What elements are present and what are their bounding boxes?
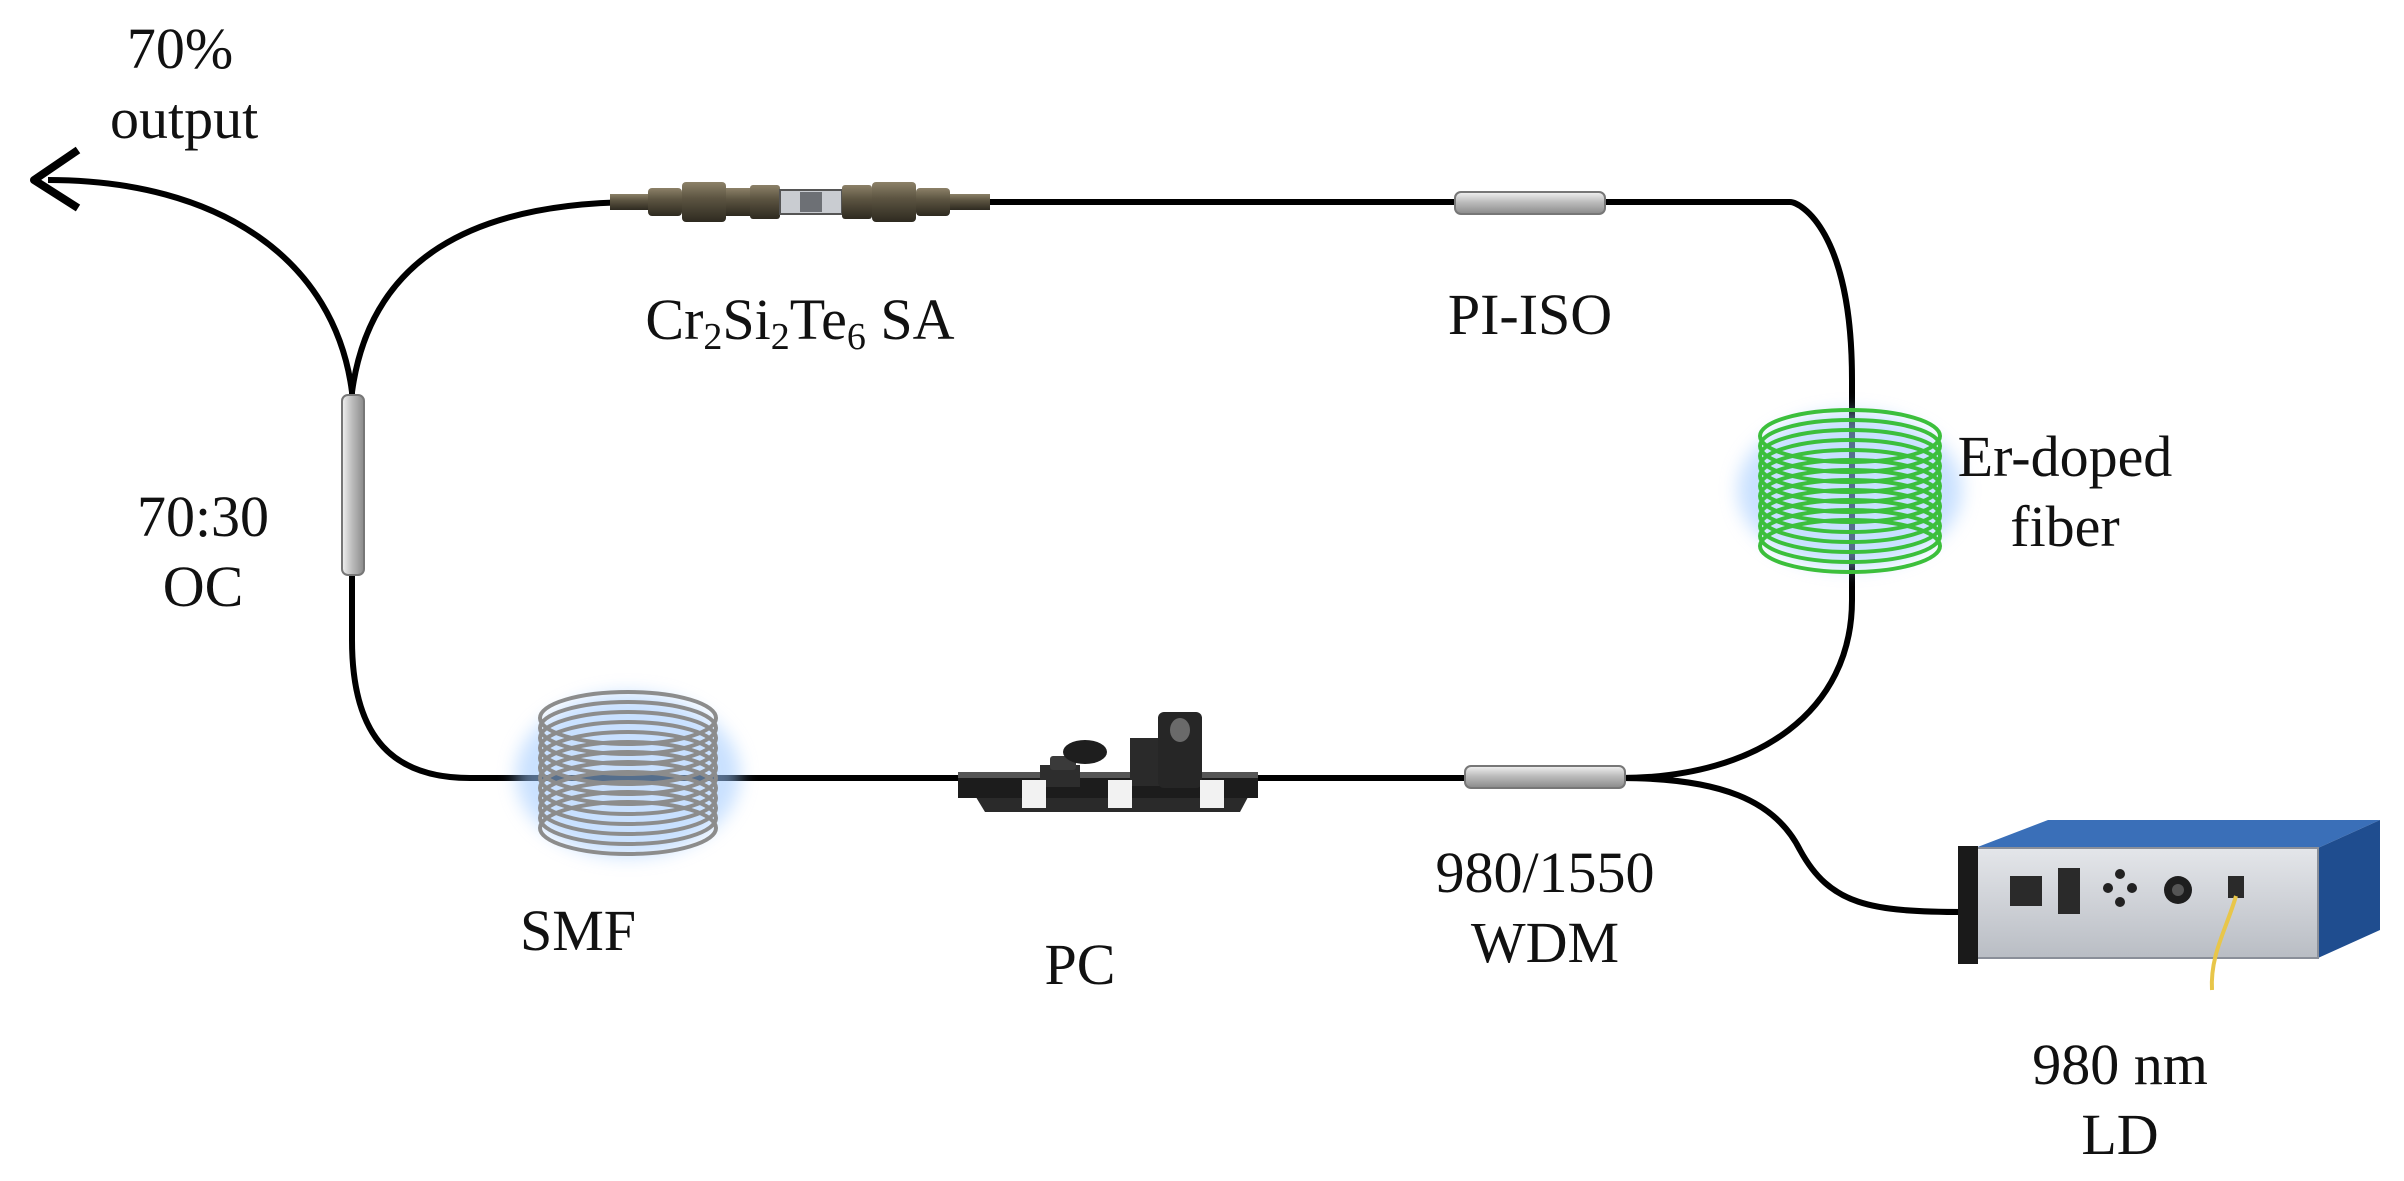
sa-label-sub2: 2: [770, 316, 790, 358]
pump-laser-label: 980 nm LD: [2010, 1030, 2230, 1170]
output-arrow-icon: [30, 146, 355, 393]
erbium-doped-fiber-coil-icon: [1738, 408, 1962, 574]
oc-label-line1: 70:30: [136, 484, 270, 549]
wdm-label-line2: WDM: [1470, 910, 1620, 975]
erbium-doped-fiber-label: Er-doped fiber: [1935, 422, 2195, 562]
wdm-icon: [1464, 765, 1626, 789]
edf-label-line1: Er-doped: [1957, 424, 2173, 489]
pump-laser-box-icon: [1958, 820, 2380, 991]
ld-label-line1: 980 nm: [2032, 1032, 2208, 1097]
sa-label-cr: Cr: [645, 287, 704, 352]
edf-label-line2: fiber: [2010, 494, 2120, 559]
wdm-label-line1: 980/1550: [1435, 840, 1655, 905]
isolator-icon: [1454, 191, 1606, 215]
polarization-controller-icon: [958, 712, 1258, 812]
sa-label-si: Si: [722, 287, 771, 352]
sa-label-suffix: SA: [865, 287, 955, 352]
ld-label-line2: LD: [2081, 1102, 2159, 1167]
sa-label-te: Te: [789, 287, 847, 352]
smf-label: SMF: [519, 898, 637, 963]
output-coupler-icon: [341, 394, 365, 576]
saturable-absorber-label: Cr2Si2Te6 SA: [620, 285, 980, 358]
saturable-absorber-connector-icon: [610, 182, 990, 222]
single-mode-fiber-coil-icon: [516, 690, 740, 857]
output-label: 70% output: [110, 14, 259, 154]
sa-label-sub1: 2: [703, 316, 723, 358]
output-label-line1: 70%: [126, 16, 234, 81]
isolator-label: PI-ISO: [1447, 282, 1613, 347]
wdm-label: 980/1550 WDM: [1420, 838, 1670, 978]
output-label-line2: output: [110, 86, 259, 151]
sa-label-sub3: 6: [846, 316, 866, 358]
fiber-ring: [349, 199, 1855, 781]
oc-label-line2: OC: [162, 554, 244, 619]
output-coupler-label: 70:30 OC: [108, 482, 298, 622]
polarization-controller-label: PC: [1044, 932, 1116, 997]
pump-fiber: [1619, 775, 1966, 915]
